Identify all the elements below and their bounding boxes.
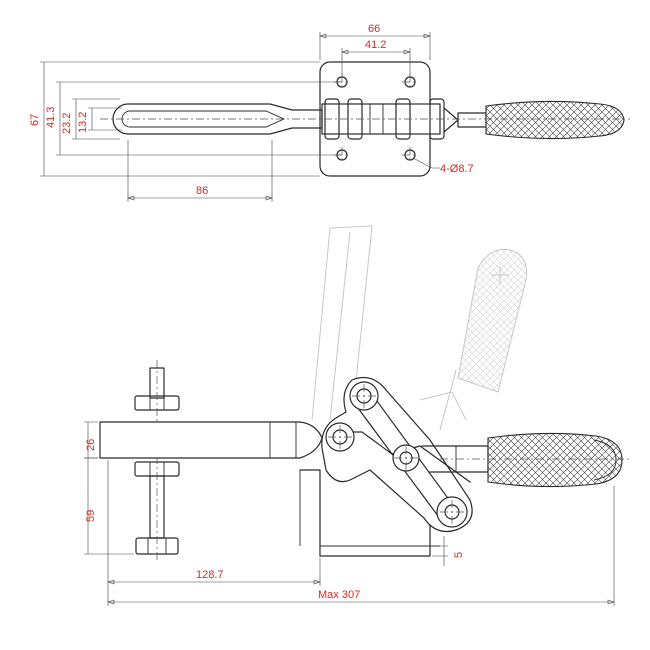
arm-slot xyxy=(121,110,286,128)
dim-max-length: Max 307 xyxy=(318,589,360,601)
dim-spindle-height: 59 xyxy=(85,510,97,522)
phantom-open-position xyxy=(311,225,528,431)
dim-spindle-reach: 128.7 xyxy=(196,569,224,581)
handle-grip-top xyxy=(485,100,625,140)
base-body xyxy=(299,469,431,557)
dim-hole-spacing-x: 41.2 xyxy=(365,39,386,51)
spindle-arm-top xyxy=(112,103,323,135)
dim-mounting-holes: 4-Ø8.7 xyxy=(440,163,474,175)
handle-grip-side xyxy=(487,432,623,488)
dim-handle-width: 23.2 xyxy=(61,113,73,134)
dim-handle-inner: 13.2 xyxy=(77,112,89,133)
dim-overall-height: 67 xyxy=(29,114,41,126)
dim-base-width: 66 xyxy=(368,23,380,35)
dim-handle-length: 86 xyxy=(196,185,208,197)
side-view: 26 59 128.7 Max 307 5 xyxy=(84,225,632,606)
clamping-arm xyxy=(99,421,323,459)
dim-hole-spacing-y: 41.3 xyxy=(45,107,57,128)
dim-base-thickness: 5 xyxy=(453,552,465,558)
top-view: 66 41.2 67 41.3 23.2 13.2 86 4-Ø8.7 xyxy=(29,23,630,202)
dim-arm-height: 26 xyxy=(85,439,97,451)
spindle-bolt xyxy=(134,360,180,562)
